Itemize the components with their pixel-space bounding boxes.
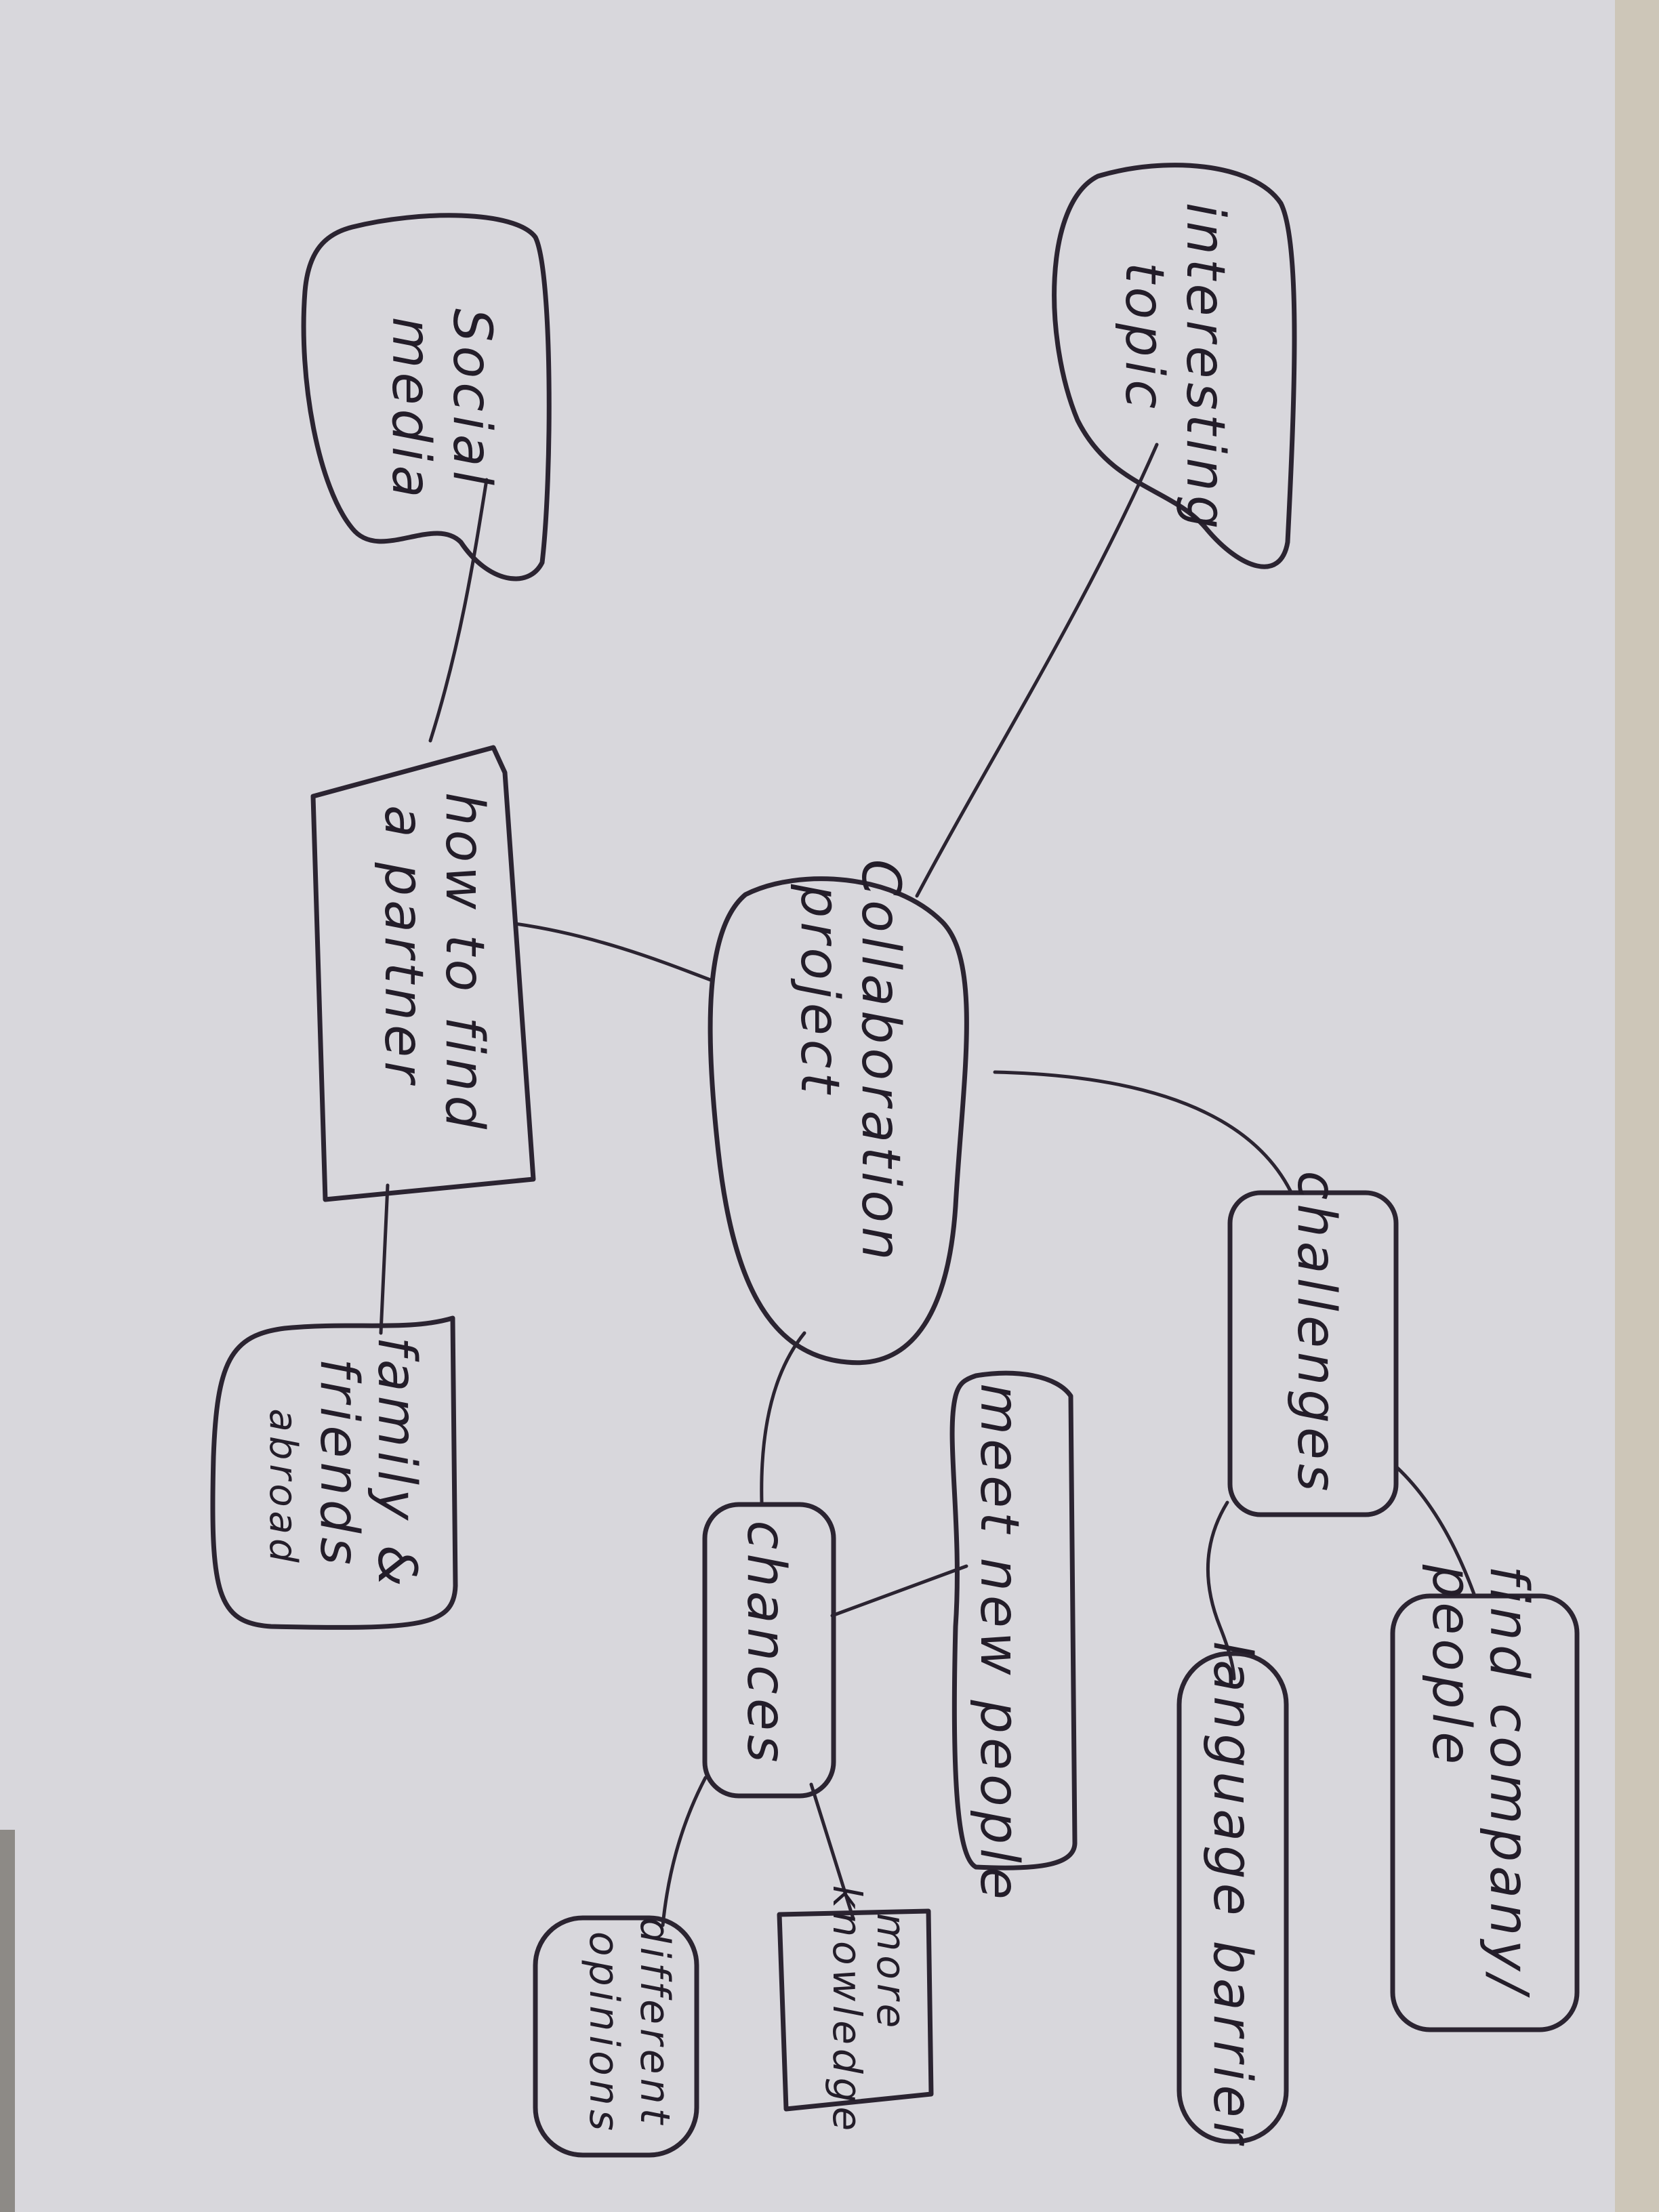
edges bbox=[379, 443, 1476, 1927]
node-label: meet new people bbox=[968, 1383, 1029, 1904]
node-label: more bbox=[868, 1913, 914, 2032]
node-label: abroad bbox=[261, 1408, 305, 1566]
table-corner bbox=[0, 1830, 15, 2212]
node-label: language barrier bbox=[1202, 1641, 1263, 2147]
edge-partner-social-media bbox=[428, 478, 489, 743]
node-more-knowledge: more knowledge bbox=[777, 1885, 934, 2135]
edge-partner-family bbox=[379, 1183, 390, 1335]
node-label: Collaboration bbox=[850, 859, 911, 1265]
node-language-barrier: language barrier bbox=[1176, 1641, 1289, 2148]
node-label: knowledge bbox=[824, 1885, 870, 2135]
svg-text:different opinions: different opinions bbox=[580, 1917, 689, 2149]
node-label: a partner bbox=[373, 805, 434, 1087]
svg-text:more knowledge: more knowledge bbox=[824, 1885, 926, 2135]
edge-central-interesting-topic bbox=[915, 443, 1159, 898]
node-family-friends-abroad: family & friends abroad bbox=[210, 1315, 458, 1630]
node-label: people bbox=[1420, 1564, 1481, 1768]
node-find-company-people: find company/ people bbox=[1390, 1564, 1580, 2032]
svg-text:Collaboration project: Collaboration project bbox=[789, 859, 911, 1286]
svg-text:interesting topic: interesting topic bbox=[1113, 203, 1235, 554]
svg-text:family & friends a: family & friends abroad bbox=[261, 1336, 427, 1611]
svg-text:find company/ people: find company/ people bbox=[1420, 1564, 1539, 2018]
edge-chances-different-opinions bbox=[661, 1776, 708, 1927]
node-label: project bbox=[789, 884, 850, 1097]
svg-text:chances: chances bbox=[735, 1520, 796, 1766]
edge-central-chances bbox=[760, 1331, 806, 1504]
node-interesting-topic: interesting topic bbox=[1052, 163, 1297, 569]
edge-challenges-language bbox=[1206, 1500, 1236, 1681]
node-social-media: Social media bbox=[301, 213, 552, 581]
node-label: chances bbox=[735, 1520, 796, 1766]
edge-chances-meet-people bbox=[830, 1564, 968, 1618]
node-label: how to find bbox=[434, 792, 495, 1133]
node-different-opinions: different opinions bbox=[533, 1915, 699, 2158]
node-label: media bbox=[380, 317, 441, 502]
node-challenges: challenges bbox=[1227, 1170, 1399, 1517]
svg-text:challenges: challenges bbox=[1286, 1170, 1347, 1495]
node-label: topic bbox=[1113, 262, 1174, 413]
svg-text:language barrier: language barrier bbox=[1202, 1641, 1263, 2147]
node-label: find company/ bbox=[1478, 1565, 1539, 1998]
node-label: interesting bbox=[1174, 203, 1235, 533]
node-chances: chances bbox=[702, 1502, 836, 1799]
edge-central-challenges bbox=[993, 1070, 1293, 1194]
node-label: friends bbox=[308, 1358, 369, 1569]
table-edge bbox=[1615, 0, 1659, 2212]
node-central-collaboration-project[interactable]: Collaboration project bbox=[708, 859, 969, 1366]
edge-central-partner bbox=[513, 922, 714, 983]
svg-text:meet new people: meet new people bbox=[968, 1383, 1029, 1904]
node-label: family & bbox=[366, 1336, 427, 1590]
node-label: Social bbox=[441, 308, 502, 489]
node-label: opinions bbox=[580, 1931, 628, 2135]
node-find-partner: how to find a partner bbox=[310, 745, 536, 1202]
node-label: different bbox=[631, 1917, 678, 2128]
svg-text:Social media: Social media bbox=[380, 308, 502, 510]
edge-chances-more-knowledge bbox=[809, 1782, 855, 1921]
node-label: challenges bbox=[1286, 1170, 1347, 1495]
svg-text:how to find a partner: how to find a partner bbox=[373, 792, 495, 1154]
node-meet-new-people: meet new people bbox=[949, 1370, 1078, 1904]
edge-challenges-find-company bbox=[1395, 1465, 1476, 1596]
